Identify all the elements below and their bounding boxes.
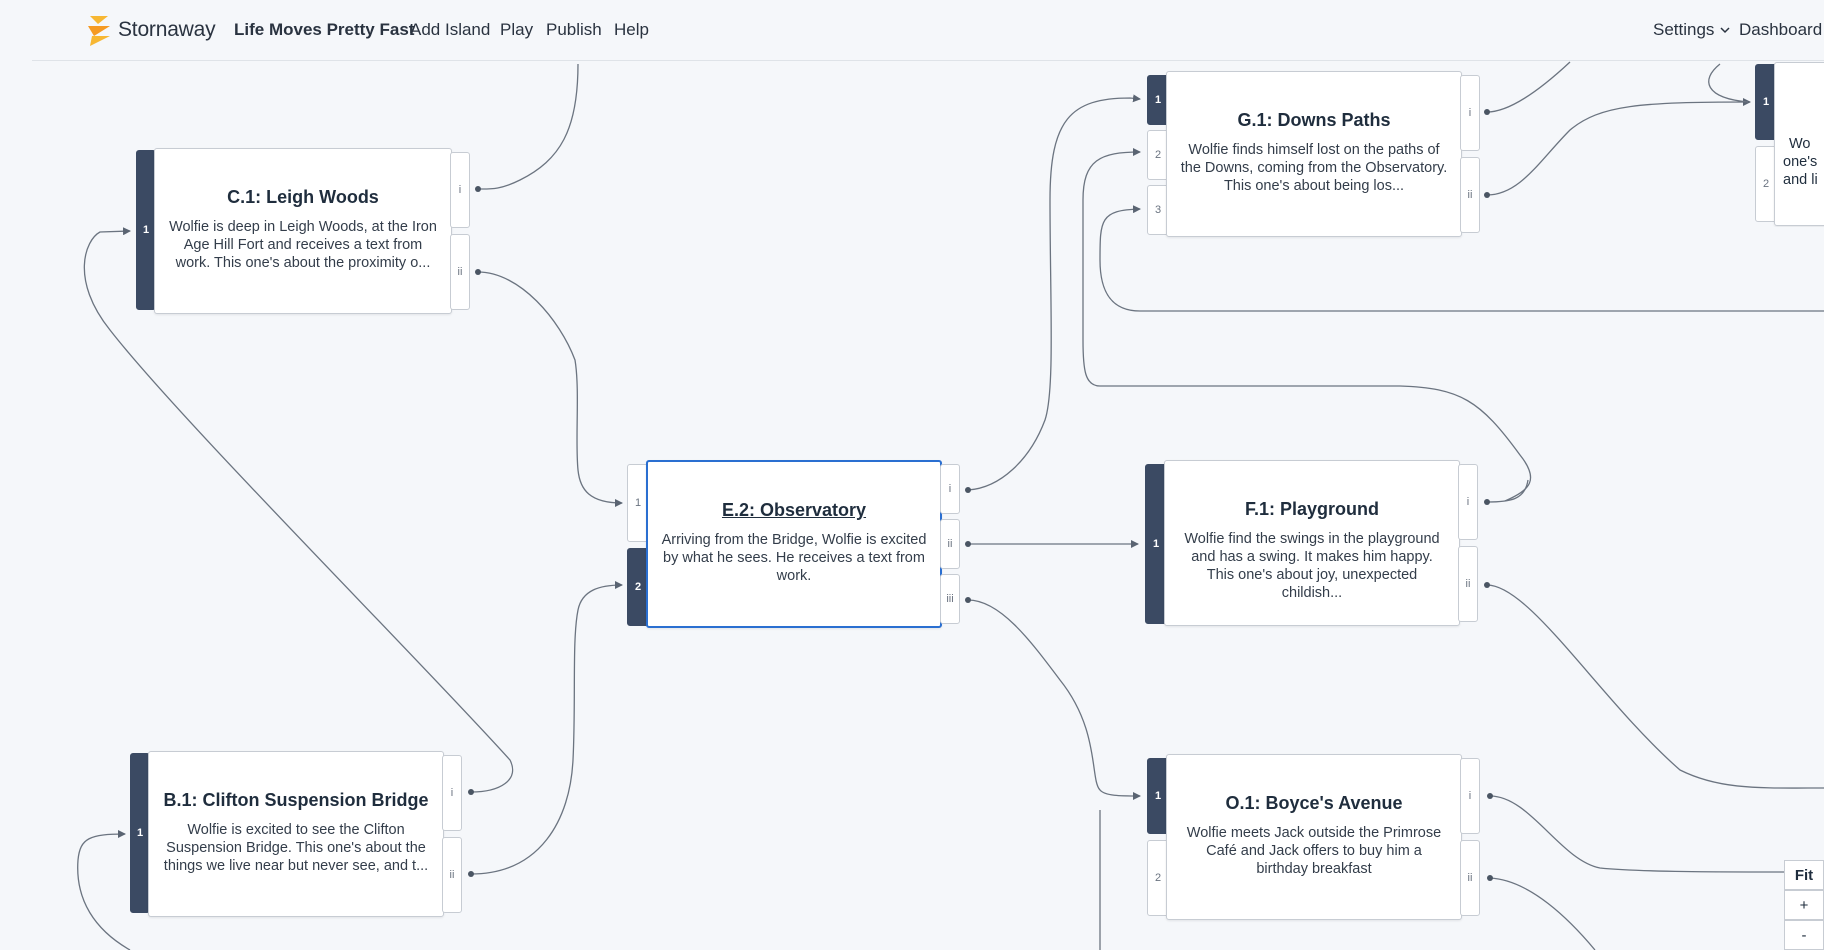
- stornaway-logo[interactable]: Stornaway: [84, 12, 216, 48]
- app-name: Stornaway: [118, 18, 216, 41]
- island-card[interactable]: E.2: Observatory Arriving from the Bridg…: [646, 460, 942, 628]
- wire: [77, 830, 131, 950]
- output-port[interactable]: ii: [450, 234, 470, 310]
- output-port[interactable]: i: [1460, 758, 1480, 834]
- island-description: Arriving from the Bridge, Wolfie is exci…: [661, 532, 927, 584]
- wire: [1099, 205, 1824, 312]
- wire: [1486, 479, 1529, 503]
- settings-label: Settings: [1653, 20, 1715, 39]
- output-port[interactable]: i: [1458, 464, 1478, 540]
- zoom-in-button[interactable]: +: [1784, 890, 1824, 920]
- zoom-out-button[interactable]: -: [1784, 920, 1824, 950]
- island-title: E.2: Observatory: [721, 500, 867, 520]
- island-title: F.1: Playground: [1244, 499, 1379, 519]
- wire: [1082, 148, 1532, 502]
- island-title: C.1: Leigh Woods: [227, 187, 379, 207]
- nav-play[interactable]: Play: [500, 20, 534, 39]
- chevron-down-icon: [1720, 27, 1730, 34]
- output-port[interactable]: i: [940, 464, 960, 514]
- output-port[interactable]: iii: [940, 574, 960, 624]
- island-card[interactable]: G.1: Downs Paths Wolfie finds himself lo…: [1166, 71, 1462, 237]
- island-description: Wolfie is deep in Leigh Woods, at the Ir…: [169, 219, 437, 271]
- island-card[interactable]: C.1: Leigh Woods Wolfie is deep in Leigh…: [154, 148, 452, 314]
- wire: [470, 581, 623, 875]
- input-port[interactable]: 1: [130, 753, 150, 913]
- island-card[interactable]: Wo one's and li: [1774, 62, 1824, 226]
- island-card[interactable]: F.1: Playground Wolfie find the swings i…: [1164, 460, 1460, 626]
- wire: [1489, 795, 1791, 873]
- output-port[interactable]: ii: [1458, 546, 1478, 622]
- wire: [1486, 61, 1571, 113]
- nav-dashboard[interactable]: Dashboard: [1739, 20, 1823, 39]
- output-port[interactable]: ii: [1460, 840, 1480, 916]
- island-title: G.1: Downs Paths: [1237, 110, 1391, 130]
- wire: [1708, 63, 1749, 103]
- island-node-partial[interactable]: 1 2 Wo one's and li: [1755, 62, 1824, 227]
- input-port[interactable]: 1: [136, 150, 156, 310]
- wire: [967, 599, 1141, 800]
- island-title: O.1: Boyce's Avenue: [1225, 793, 1403, 813]
- output-port[interactable]: i: [1460, 75, 1480, 151]
- output-port[interactable]: ii: [442, 837, 462, 913]
- output-port[interactable]: ii: [1460, 157, 1480, 233]
- nav-publish[interactable]: Publish: [546, 20, 602, 39]
- top-navigation-bar: Stornaway: [32, 0, 1824, 61]
- nav-add-island[interactable]: Add Island: [410, 20, 491, 39]
- output-port[interactable]: i: [442, 755, 462, 831]
- wire: [1486, 98, 1751, 196]
- input-port[interactable]: 1: [627, 464, 649, 542]
- island-card[interactable]: O.1: Boyce's Avenue Wolfie meets Jack ou…: [1166, 754, 1462, 920]
- wire: [477, 63, 579, 190]
- island-title: B.1: Clifton Suspension Bridge: [163, 790, 429, 810]
- project-title[interactable]: Life Moves Pretty Fast: [234, 20, 415, 39]
- wire: [83, 227, 514, 793]
- wire: [477, 271, 623, 507]
- island-description: Wo one's and li: [1783, 136, 1818, 188]
- output-port[interactable]: ii: [940, 519, 960, 569]
- island-description: Wolfie finds himself lost on the paths o…: [1180, 142, 1448, 194]
- island-description: Wolfie meets Jack outside the Primrose C…: [1186, 825, 1442, 877]
- stornaway-logo-icon: [88, 16, 110, 46]
- wire: [967, 94, 1141, 491]
- island-description: Wolfie find the swings in the playground…: [1184, 531, 1440, 601]
- fit-button[interactable]: Fit: [1784, 860, 1824, 890]
- settings-menu[interactable]: Settings: [1653, 20, 1730, 40]
- wire: [1486, 584, 1824, 789]
- wire: [1489, 877, 1596, 950]
- island-description: Wolfie is excited to see the Clifton Sus…: [163, 822, 429, 874]
- island-card[interactable]: B.1: Clifton Suspension Bridge Wolfie is…: [148, 751, 444, 917]
- nav-help[interactable]: Help: [614, 20, 649, 39]
- output-port[interactable]: i: [450, 152, 470, 228]
